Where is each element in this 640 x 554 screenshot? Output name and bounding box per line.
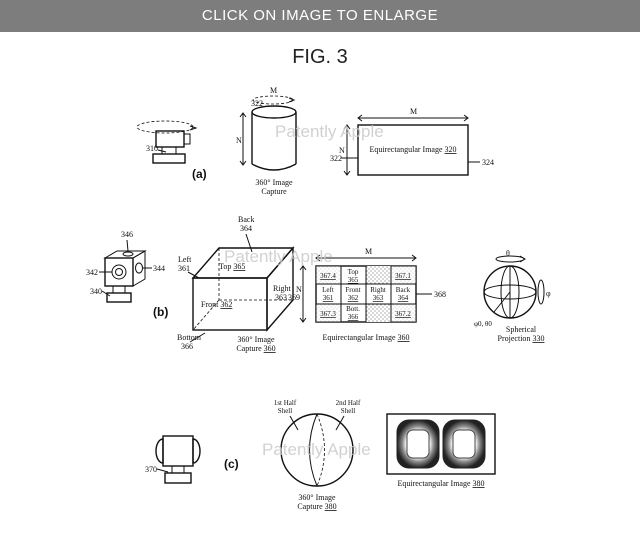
sphere-c-caption-2: Capture 380 [297, 502, 336, 511]
panel-b: 346 342 344 340 (b) Back 364 Left 361 To… [86, 215, 551, 353]
spherical-projection [483, 255, 545, 319]
cell-right-ref: 363 [373, 294, 384, 302]
right-ref: 363 [275, 293, 287, 302]
camera-370-ref: 370 [145, 465, 157, 474]
camera-ref: 310 [146, 144, 158, 153]
front-label: Front 362 [201, 300, 232, 309]
sphere-caption-1: Spherical [506, 325, 537, 334]
cell-back: Back [396, 286, 411, 294]
grid-left-ref: 369 [288, 293, 300, 302]
cube-caption-1: 360° Image [237, 335, 275, 344]
grid-dim-n: N [296, 285, 302, 294]
cell-top: Top [348, 268, 359, 276]
sphere-caption-2: Projection 330 [498, 334, 545, 343]
cell-left-ref: 361 [323, 294, 334, 302]
left-ref: 361 [178, 264, 190, 273]
dim-m: M [270, 86, 277, 95]
shell2-line1: 2nd Half [336, 399, 361, 407]
equi-left-ref: 322 [330, 154, 342, 163]
dim-m-2: M [410, 107, 417, 116]
cam-ref-right: 344 [153, 264, 165, 273]
grid-caption: Equirectangular Image 360 [322, 333, 409, 342]
grid-right-ref: 368 [434, 290, 446, 299]
shell1-line2: Shell [278, 407, 292, 415]
shell1-line1: 1st Half [274, 399, 297, 407]
equi-title: Equirectangular Image 320 [369, 145, 456, 154]
dim-n: N [236, 136, 242, 145]
bottom-ref: 366 [181, 342, 193, 351]
cell-367-1: 367.1 [395, 272, 411, 280]
top-label: Top 365 [219, 262, 245, 271]
sphere-point-label: φ0, θ0 [474, 320, 492, 328]
phi-label: φ [546, 289, 551, 298]
watermark-3: Patently Apple [262, 440, 371, 459]
equirect-380 [386, 413, 496, 475]
bottom-label: Bottom [177, 333, 202, 342]
panel-a: 310 (a) M 322 N 360° Image Capture [136, 86, 494, 196]
grid-dim-m: M [365, 247, 372, 256]
cell-front: Front [345, 286, 360, 294]
right-label: Right [273, 284, 292, 293]
cell-367-2: 367.2 [395, 310, 411, 318]
capture-ref: 322 [251, 99, 263, 108]
back-label: Back [238, 215, 254, 224]
cube-caption-2: Capture 360 [236, 344, 275, 353]
back-ref: 364 [240, 224, 252, 233]
watermark-2: Patently Apple [224, 247, 333, 266]
cube-capture [191, 246, 295, 332]
panel-b-label: (b) [153, 305, 168, 319]
equi-380-title: Equirectangular Image 380 [397, 479, 484, 488]
panel-c: 370 (c) 1st Half Shell 2nd Half Shell 36… [145, 399, 496, 511]
half-shell-sphere [280, 413, 354, 487]
panel-c-label: (c) [224, 457, 239, 471]
capture-caption-2: Capture [261, 187, 287, 196]
cell-bott-ref: 366 [348, 313, 359, 321]
cam-ref-base: 340 [90, 287, 102, 296]
cell-top-ref: 365 [348, 276, 359, 284]
cell-right: Right [370, 286, 386, 294]
equirect-grid-360 [299, 254, 417, 323]
panel-a-label: (a) [192, 167, 207, 181]
sphere-c-caption-1: 360° Image [298, 493, 336, 502]
cylinder-capture [239, 95, 297, 171]
shell2-line2: Shell [341, 407, 355, 415]
cell-367-4: 367.4 [320, 272, 336, 280]
cell-front-ref: 362 [348, 294, 359, 302]
enlarge-banner[interactable]: CLICK ON IMAGE TO ENLARGE [0, 0, 640, 32]
cell-bott: Bott. [346, 305, 360, 313]
cell-367-3: 367.3 [320, 310, 336, 318]
left-label: Left [178, 255, 192, 264]
equirect-320 [341, 114, 480, 176]
camera-cube-icon [103, 250, 147, 303]
equi-right-ref: 324 [482, 158, 494, 167]
theta-label: θ [506, 249, 510, 258]
cam-ref-left: 342 [86, 268, 98, 277]
watermark-1: Patently Apple [275, 122, 384, 141]
camera-310-icon [136, 120, 198, 164]
cell-left: Left [322, 286, 334, 294]
cam-ref-top: 346 [121, 230, 133, 239]
camera-370-icon [155, 435, 201, 484]
dim-n-2: N [339, 146, 345, 155]
capture-caption-1: 360° Image [255, 178, 293, 187]
figure-title: FIG. 3 [292, 46, 348, 68]
cell-back-ref: 364 [398, 294, 409, 302]
